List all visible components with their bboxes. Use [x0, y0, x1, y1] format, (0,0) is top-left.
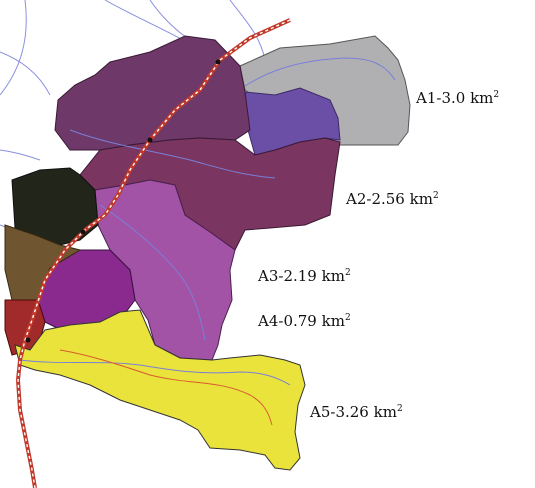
zone-a1-river — [244, 57, 396, 87]
station-marker — [25, 337, 31, 343]
zone-a5-label-exponent: 2 — [396, 404, 403, 414]
zone-a3-label-text: A3-2.19 km — [258, 267, 345, 285]
station-marker — [215, 59, 221, 65]
zone-a5-label: A5-3.26 km2 — [308, 402, 405, 422]
zone-a2-label: A2-2.56 km2 — [344, 189, 441, 209]
zone-a5-region — [14, 309, 306, 471]
zone-a2-upper-region — [54, 35, 251, 151]
stream-line — [0, 149, 41, 161]
zone-a3-river — [99, 204, 206, 341]
stream-line — [0, 0, 27, 96]
station-markers — [25, 59, 221, 343]
stream-line — [0, 51, 51, 96]
zone-a4-label-exponent: 2 — [344, 313, 351, 323]
station-marker — [80, 229, 86, 235]
zone-a2-river — [69, 129, 276, 179]
zone-a1-subregion — [244, 87, 341, 156]
zone-a5-river — [19, 359, 291, 386]
zone-a3-label: A3-2.19 km2 — [256, 266, 353, 286]
zone-a2-label-exponent: 2 — [432, 191, 439, 201]
zone-a1-label: A1-3.0 km2 — [414, 88, 502, 108]
zone-a4-label: A4-0.79 km2 — [256, 311, 353, 331]
zone-a5-label-text: A5-3.26 km — [310, 403, 397, 421]
zone-a2-label-text: A2-2.56 km — [346, 190, 433, 208]
stream-line — [229, 0, 266, 61]
brown-region — [4, 224, 82, 301]
zone-a4-label-text: A4-0.79 km — [258, 312, 345, 330]
station-marker — [147, 137, 153, 143]
railway-line — [15, 18, 291, 488]
zone-a1-label-exponent: 2 — [493, 90, 500, 100]
zone-a3-label-exponent: 2 — [344, 268, 351, 278]
zone-a5-road — [59, 349, 273, 426]
stream-line — [149, 0, 191, 41]
background-streams — [0, 0, 266, 381]
zone-a1-label-text: A1-3.0 km — [416, 89, 494, 107]
